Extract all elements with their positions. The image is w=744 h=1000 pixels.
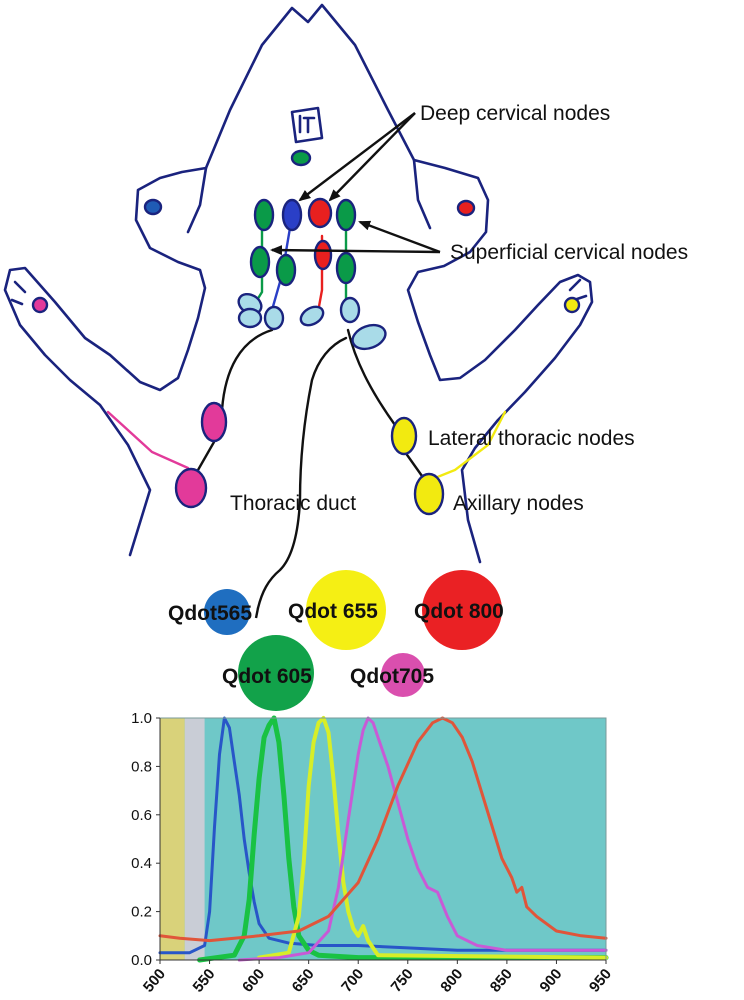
deep-node-blue [281, 198, 303, 232]
x-tick-label: 600 [239, 966, 268, 996]
label-lateral-thoracic: Lateral thoracic nodes [428, 427, 635, 450]
arrow-deep-cervical-red [328, 112, 416, 202]
qdot705-circle [381, 653, 425, 697]
ear-node-blue [143, 198, 163, 216]
x-tick-label: 850 [487, 966, 516, 996]
vessel-magenta [106, 410, 190, 470]
superficial-node-green-1 [253, 198, 275, 232]
x-tick-label: 550 [190, 966, 219, 996]
spectrum-chart: 0.0 0.2 0.4 0.6 0.8 1.0 500 550 600 650 700 750 800… [131, 710, 615, 996]
x-tick-label: 900 [536, 966, 565, 996]
x-tick-label: 700 [338, 966, 367, 996]
vessel-yellow [428, 410, 507, 482]
series-line-qdot800 [158, 716, 608, 943]
y-tick-label: 1.0 [131, 710, 152, 727]
qdot800-label: Qdot 800 [414, 600, 504, 623]
qdot800-circle [422, 570, 502, 650]
y-tick-label: 0.6 [131, 807, 152, 824]
y-tick-label: 0.0 [131, 952, 152, 969]
ear-node-red [456, 199, 476, 217]
y-tick-label: 0.8 [131, 758, 152, 775]
paw-left [10, 280, 27, 306]
x-tick-label: 950 [586, 966, 615, 996]
node-lightblue-6 [351, 323, 387, 351]
series-line-qdot705 [237, 716, 608, 962]
lateral-thoracic-node-yellow [390, 416, 418, 456]
arrow-superficial-right [358, 220, 441, 254]
nose-mark [290, 106, 324, 144]
vessel-magenta-link [196, 440, 216, 472]
x-tick-label: 650 [289, 966, 318, 996]
lymph-nodes [31, 149, 581, 516]
anatomy-labels: Deep cervical nodes Superficial cervical… [230, 102, 688, 515]
head-node-green [290, 149, 312, 167]
right-ear-inner [412, 158, 432, 230]
node-lightblue-4 [299, 305, 325, 327]
node-lightblue-2 [237, 307, 263, 329]
qdot655-label: Qdot 655 [288, 600, 378, 623]
paw-node-yellow [563, 296, 581, 314]
series-line-qdot565 [158, 716, 608, 955]
x-tick-label: 800 [437, 966, 466, 996]
axillary-node-yellow [413, 472, 445, 516]
node-lightblue-5 [339, 296, 361, 324]
vessel-yellow-link [403, 450, 424, 478]
label-superficial-cervical: Superficial cervical nodes [450, 241, 688, 264]
nose-mark-detail [298, 114, 316, 134]
qdot565-circle [204, 589, 250, 635]
wavelength-band-0 [160, 718, 185, 960]
label-deep-cervical: Deep cervical nodes [420, 102, 610, 125]
qdot565-label: Qdot565 [168, 602, 252, 625]
qdot705-label: Qdot705 [350, 665, 434, 688]
mouse-outline [3, 3, 594, 564]
superficial-node-green-5 [335, 251, 357, 285]
axillary-node-magenta [174, 467, 208, 509]
wavelength-band-1 [184, 718, 205, 960]
pointer-arrows [270, 112, 441, 256]
thoracic-duct-left [220, 328, 274, 412]
qdot655-circle [306, 570, 386, 650]
lateral-thoracic-node-magenta [200, 401, 228, 443]
paw-node-magenta [31, 296, 49, 314]
qdot-legend: Qdot565 Qdot 655 Qdot 800 Qdot 605 Qdot7… [168, 570, 504, 711]
left-ear-inner [186, 166, 208, 234]
arrow-superficial-left [270, 245, 441, 256]
body-outline [3, 3, 594, 564]
label-axillary: Axillary nodes [453, 492, 584, 515]
superficial-node-green-4 [275, 253, 297, 287]
thoracic-duct-tail [254, 607, 260, 619]
x-axis-ticks: 500 550 600 650 700 750 800 850 900 950 [140, 960, 615, 996]
x-tick-label: 500 [140, 966, 169, 996]
label-thoracic-duct: Thoracic duct [230, 492, 356, 515]
y-tick-label: 0.4 [131, 855, 152, 872]
emission-series [158, 715, 609, 963]
deep-node-red [307, 197, 333, 229]
lateral-duct-right [346, 328, 397, 427]
y-tick-label: 0.2 [131, 904, 152, 921]
qdot605-label: Qdot 605 [222, 665, 312, 688]
lymph-vessels [106, 226, 507, 610]
deep-node-red-2 [313, 239, 333, 271]
y-axis-ticks: 0.0 0.2 0.4 0.6 0.8 1.0 [131, 710, 160, 969]
superficial-node-green-2 [335, 198, 357, 232]
x-tick-label: 750 [388, 966, 417, 996]
qdot605-circle [238, 635, 314, 711]
thoracic-duct [256, 336, 348, 610]
superficial-node-green-3 [249, 245, 271, 279]
node-lightblue-3 [263, 305, 285, 331]
series-line-qdot655 [257, 716, 608, 960]
wavelength-bands [160, 718, 205, 960]
arrow-deep-cervical-blue [298, 112, 416, 202]
